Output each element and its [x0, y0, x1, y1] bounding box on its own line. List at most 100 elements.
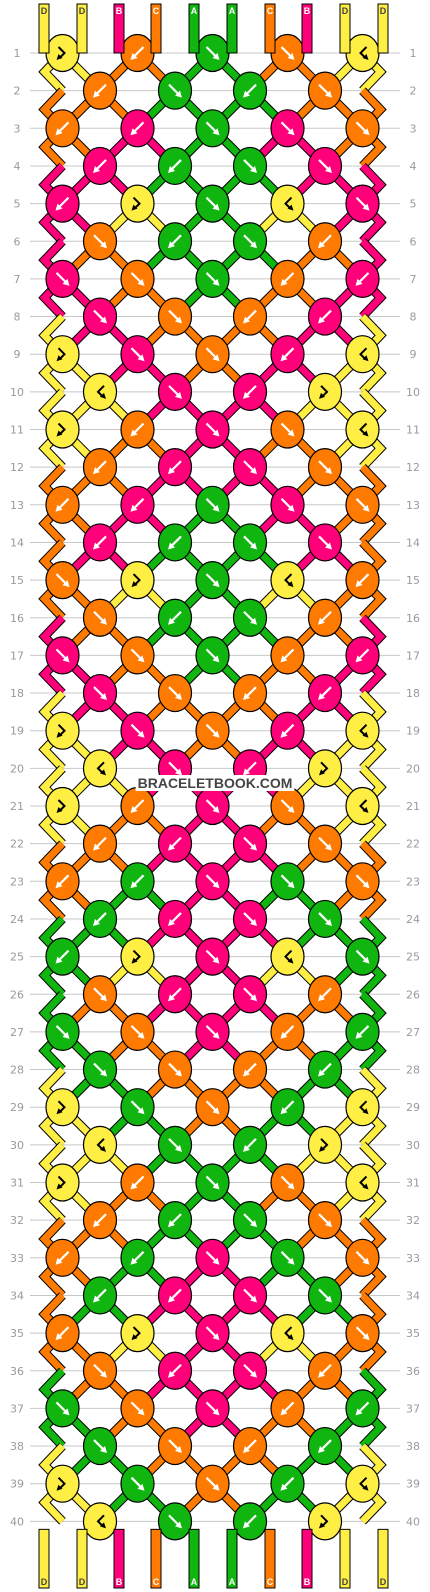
knot — [82, 448, 118, 487]
arrow-line — [55, 1025, 68, 1037]
arrow-line — [96, 1138, 105, 1151]
arrow-line — [130, 1401, 143, 1414]
knot — [345, 1088, 380, 1127]
arrow-head — [100, 693, 107, 701]
arrow-head — [55, 1333, 63, 1341]
knot-grid — [45, 33, 380, 1541]
knot — [45, 560, 80, 600]
arrow-head — [318, 693, 325, 701]
knot — [232, 146, 268, 186]
arrow-line — [282, 347, 295, 359]
arrow-head — [362, 881, 370, 889]
bottom-strand-label: A — [229, 1577, 236, 1587]
knot — [232, 448, 268, 487]
arrow-head — [362, 731, 369, 738]
row-number-right: 32 — [406, 1214, 420, 1227]
arrow-line — [132, 498, 145, 510]
knot-d — [270, 1313, 305, 1353]
arrow-head — [319, 392, 325, 399]
arrow-line — [205, 573, 218, 585]
row-number-left: 7 — [14, 273, 21, 286]
row-number-right: 29 — [406, 1101, 420, 1114]
bottom-strand-stub — [377, 1528, 389, 1589]
arrow-line — [357, 1025, 370, 1037]
knot — [270, 1389, 305, 1428]
arrow-head — [131, 957, 138, 964]
row-number-right: 19 — [406, 725, 420, 738]
arrow-head — [250, 617, 257, 625]
arrow-head — [362, 1108, 369, 1115]
knot — [120, 1389, 155, 1428]
knot — [307, 1050, 343, 1089]
arrow-line — [280, 121, 293, 134]
row-number-left: 6 — [14, 235, 21, 248]
arrow-line — [205, 121, 218, 134]
arrow-line — [320, 1439, 332, 1451]
arrow-head — [250, 165, 257, 173]
arrow-line — [359, 723, 368, 737]
arrow-head — [130, 881, 138, 889]
knot — [82, 523, 118, 562]
arrow-line — [170, 1363, 182, 1376]
arrow-line — [320, 761, 329, 775]
arrow-head — [93, 1295, 100, 1303]
knot — [270, 1088, 305, 1127]
knot-d — [307, 1125, 343, 1164]
knot — [307, 1201, 343, 1240]
knot — [232, 523, 268, 562]
arrow-head — [100, 316, 107, 324]
arrow-line — [168, 1514, 180, 1527]
row-number-left: 23 — [10, 875, 24, 888]
arrow-line — [243, 234, 255, 247]
arrow-line — [318, 1213, 330, 1225]
arrow-head — [62, 655, 70, 663]
top-strand-label: C — [153, 6, 160, 16]
knot — [157, 824, 193, 863]
row-number-right: 1 — [410, 47, 417, 60]
arrow-line — [355, 196, 368, 209]
knot — [345, 33, 380, 73]
arrow-head — [131, 1334, 138, 1341]
arrow-head — [362, 1484, 369, 1491]
knot — [195, 410, 230, 449]
arrow-line — [205, 46, 218, 58]
row-number-left: 19 — [10, 725, 24, 738]
arrow-head — [325, 843, 332, 851]
arrow-line — [57, 949, 70, 962]
arrow-head — [212, 1483, 220, 1491]
arrow-line — [205, 949, 218, 962]
arrow-head — [100, 769, 106, 776]
row-number-right: 13 — [406, 499, 420, 512]
arrow-head — [318, 241, 325, 249]
bottom-strand-label: B — [116, 1577, 123, 1587]
arrow-line — [245, 1439, 257, 1451]
knot — [45, 1163, 80, 1202]
arrow-head — [212, 203, 220, 211]
row-number-right: 3 — [410, 122, 417, 135]
arrow-head — [250, 542, 257, 550]
knot — [157, 523, 193, 562]
arrow-head — [62, 278, 70, 286]
arrow-line — [95, 912, 107, 924]
arrow-head — [56, 1183, 63, 1190]
arrow-head — [212, 655, 220, 663]
arrow-line — [132, 1326, 141, 1339]
arrow-head — [287, 204, 294, 211]
knot — [82, 975, 118, 1014]
arrow-head — [93, 1220, 100, 1228]
arrow-line — [170, 1213, 182, 1225]
knot-d — [82, 1125, 118, 1164]
row-number-left: 2 — [14, 85, 21, 98]
knot — [232, 673, 268, 713]
arrow-line — [170, 836, 182, 849]
knot — [82, 297, 118, 336]
row-number-left: 14 — [10, 536, 24, 549]
knot — [307, 222, 343, 261]
row-number-right: 7 — [410, 273, 417, 286]
arrow-head — [212, 956, 220, 964]
arrow-line — [95, 1288, 107, 1301]
arrow-head — [280, 1107, 288, 1115]
arrow-line — [318, 535, 330, 548]
